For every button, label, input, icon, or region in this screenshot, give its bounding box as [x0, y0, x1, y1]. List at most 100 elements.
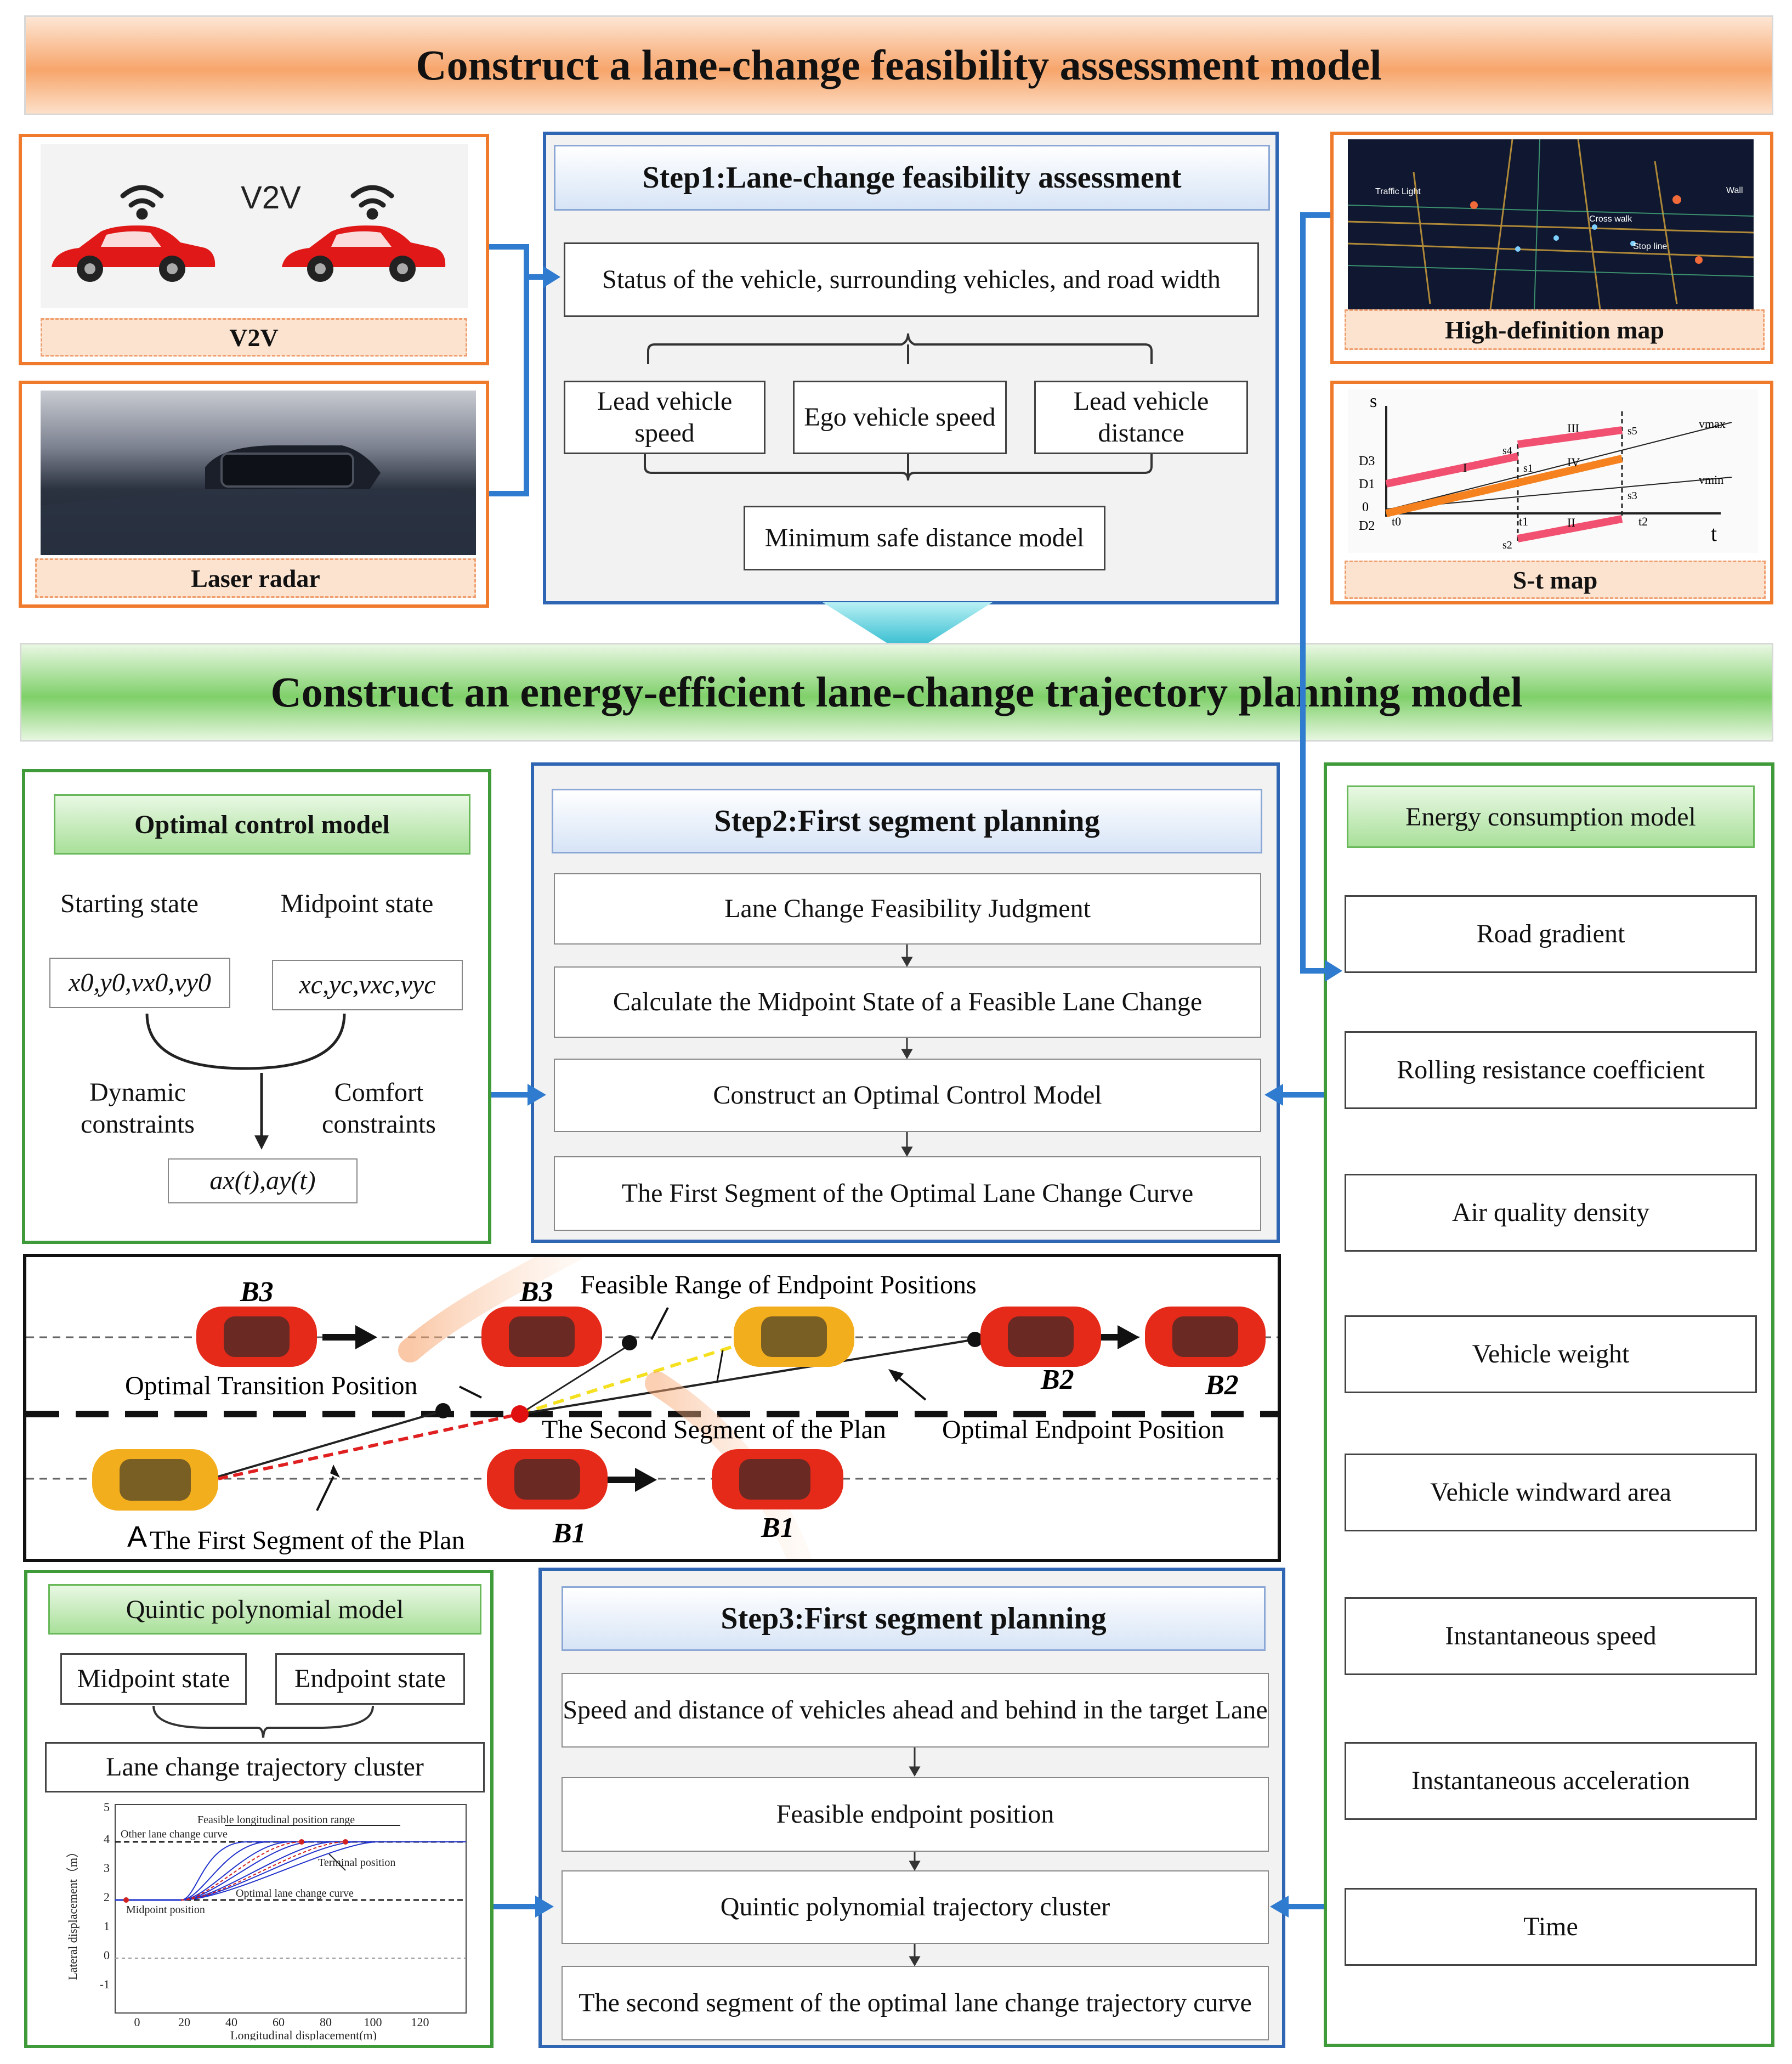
energy-factor: Time — [1345, 1888, 1757, 1966]
red-car-icon — [481, 1307, 602, 1367]
svg-text:t1: t1 — [1519, 514, 1528, 528]
svg-text:D2: D2 — [1359, 519, 1375, 533]
svg-text:III: III — [1567, 421, 1579, 435]
svg-text:IV: IV — [1567, 455, 1580, 469]
starting-state-label: Starting state — [60, 889, 199, 919]
st-map-panel: s t D3 D1 0 D2 t0 t1 t2 vmax vmin I II I… — [1330, 381, 1773, 604]
optimal-control-title: Optimal control model — [54, 794, 470, 855]
v2v-image: V2V — [41, 144, 468, 308]
hd-map-image: Traffic Light Wall Cross walk Stop line — [1348, 139, 1754, 309]
plot-other-curve-label: Other lane change curve — [121, 1828, 228, 1840]
lead-distance-box: Lead vehicle distance — [1034, 381, 1248, 454]
dynamic-constraints-label: Dynamic constraints — [81, 1078, 195, 1139]
svg-text:I: I — [1463, 461, 1467, 474]
svg-text:vmin: vmin — [1699, 473, 1723, 487]
quintic-title: Quintic polynomial model — [48, 1584, 481, 1635]
st-map-caption: S-t map — [1345, 561, 1766, 599]
st-s-label: s — [1370, 391, 1377, 411]
trajectory-cluster-chart: 5 4 3 2 1 0 -1 0 20 40 60 80 100 120 Lon… — [66, 1800, 467, 2040]
plot-optimal-curve-label: Optimal lane change curve — [236, 1887, 354, 1899]
optimal-control-panel: Optimal control model Starting state Mid… — [22, 769, 491, 1244]
plot-ylabel: Lateral displacement（m） — [66, 1846, 80, 1980]
wifi-icon — [120, 185, 164, 220]
st-map-chart: s t D3 D1 0 D2 t0 t1 t2 vmax vmin I II I… — [1359, 391, 1732, 551]
svg-text:2: 2 — [104, 1890, 110, 1904]
lane-change-scene: Feasible Range of Endpoint Positions Opt… — [23, 1254, 1281, 1562]
hd-map-caption: High-definition map — [1345, 309, 1765, 350]
midpoint-state-label: Midpoint state — [280, 889, 434, 919]
svg-text:B3: B3 — [240, 1276, 274, 1308]
stop-line-label: Stop line — [1633, 242, 1667, 251]
plot-xlabel: Longitudinal displacement(m) — [230, 2028, 377, 2040]
feasible-range-label: Feasible Range of Endpoint Positions — [580, 1270, 977, 1299]
energy-factor: Instantaneous speed — [1345, 1597, 1757, 1675]
yellow-car-icon — [734, 1307, 854, 1367]
wifi-icon — [350, 185, 394, 220]
lead-speed-box: Lead vehicle speed — [564, 381, 765, 454]
step2-item: The First Segment of the Optimal Lane Ch… — [554, 1156, 1261, 1231]
laser-radar-panel: Laser radar — [19, 381, 489, 608]
red-car-icon — [1145, 1307, 1266, 1367]
red-car-icon — [52, 225, 216, 282]
step3-title: Step3:First segment planning — [562, 1586, 1266, 1651]
svg-text:1: 1 — [104, 1919, 110, 1933]
point-a-label: A — [127, 1520, 147, 1553]
svg-text:0: 0 — [134, 2015, 140, 2029]
plot-midpoint-label: Midpoint position — [126, 1904, 205, 1916]
step1-brackets — [644, 333, 1153, 481]
first-segment-label: The First Segment of the Plan — [150, 1526, 465, 1555]
energy-model-title: Energy consumption model — [1347, 785, 1755, 848]
energy-factor: Vehicle weight — [1345, 1315, 1757, 1393]
energy-factor: Instantaneous acceleration — [1345, 1742, 1757, 1820]
quintic-panel: Quintic polynomial model Midpoint state … — [24, 1570, 494, 2048]
step3-item: The second segment of the optimal lane c… — [562, 1966, 1269, 2040]
svg-text:t0: t0 — [1392, 514, 1401, 528]
svg-text:0: 0 — [1362, 500, 1369, 514]
wall-label: Wall — [1726, 186, 1743, 195]
step1-title: Step1:Lane-change feasibility assessment — [554, 145, 1270, 211]
comfort-constraints-label: Comfort constraints — [322, 1078, 436, 1139]
red-car-icon — [196, 1307, 377, 1367]
red-car-icon — [712, 1449, 843, 1509]
ego-speed-box: Ego vehicle speed — [793, 381, 1007, 454]
svg-text:100: 100 — [364, 2015, 382, 2029]
step3-flow-arrows — [909, 1748, 921, 1967]
quintic-endpoint-box: Endpoint state — [275, 1653, 465, 1705]
mid-vars-box: xc,yc,vxc,vyc — [272, 960, 463, 1010]
step2-flow-arrows — [901, 945, 913, 1157]
lidar-sensor-illustration — [41, 445, 476, 555]
traffic-light-label: Traffic Light — [1375, 187, 1421, 196]
energy-model-banner: Construct an energy-efficient lane-chang… — [20, 643, 1773, 742]
v2v-image-label: V2V — [241, 180, 301, 216]
v2v-caption: V2V — [41, 318, 467, 357]
v2v-cars-illustration: V2V — [52, 180, 446, 282]
laser-radar-image — [41, 391, 476, 555]
svg-text:5: 5 — [104, 1800, 110, 1814]
hd-map-panel: Traffic Light Wall Cross walk Stop line … — [1330, 132, 1773, 364]
yellow-car-icon — [92, 1449, 218, 1511]
energy-factor: Rolling resistance coefficient — [1345, 1031, 1757, 1109]
st-t-label: t — [1711, 521, 1717, 546]
acceleration-output-box: ax(t),ay(t) — [168, 1158, 358, 1203]
v2v-panel: V2V V2V — [19, 134, 489, 365]
step1-panel: Step1:Lane-change feasibility assessment… — [543, 132, 1279, 604]
crosswalk-label: Cross walk — [1589, 214, 1632, 224]
svg-text:80: 80 — [320, 2015, 332, 2029]
energy-factor: Vehicle windward area — [1345, 1454, 1757, 1531]
svg-text:D1: D1 — [1359, 477, 1375, 491]
energy-model-panel: Energy consumption model Road gradient R… — [1324, 762, 1774, 2047]
step3-item: Feasible endpoint position — [562, 1777, 1269, 1852]
red-car-icon — [282, 225, 446, 282]
optimal-control-connectors — [145, 1013, 346, 1150]
svg-text:B1: B1 — [552, 1518, 586, 1549]
svg-text:B2: B2 — [1040, 1364, 1074, 1395]
svg-text:II: II — [1567, 516, 1575, 529]
step2-item: Construct an Optimal Control Model — [554, 1059, 1261, 1132]
svg-text:120: 120 — [411, 2015, 429, 2029]
step3-panel: Step3:First segment planning Speed and d… — [538, 1568, 1285, 2048]
svg-text:s1: s1 — [1523, 462, 1533, 474]
svg-text:40: 40 — [225, 2015, 237, 2029]
quintic-midpoint-box: Midpoint state — [60, 1653, 247, 1705]
svg-text:20: 20 — [178, 2015, 190, 2029]
feasibility-model-banner: Construct a lane-change feasibility asse… — [24, 15, 1773, 115]
